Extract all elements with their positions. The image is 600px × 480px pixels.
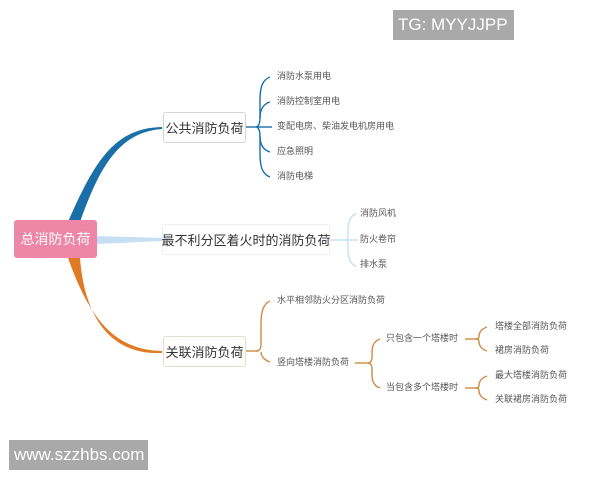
leaf-fire-fan[interactable]: 消防风机 — [360, 209, 397, 219]
bracket-worst-zone — [330, 213, 358, 267]
leaf-control-room-power[interactable]: 消防控制室用电 — [277, 97, 341, 107]
link-root-related — [68, 258, 162, 354]
branch-worst-zone-fire-load[interactable]: 最不利分区着火时的消防负荷 — [162, 224, 331, 255]
watermark-telegram: TG: MYYJJPP — [393, 10, 514, 40]
node-multi-tower-case[interactable]: 当包含多个塔楼时 — [386, 383, 459, 393]
watermark-website: www.szzhbs.com — [9, 440, 148, 470]
leaf-substation-generator-power[interactable]: 变配电房、柴油发电机房用电 — [277, 122, 395, 132]
link-root-public — [68, 127, 162, 222]
leaf-emergency-lighting[interactable]: 应急照明 — [277, 147, 314, 157]
leaf-fire-shutter[interactable]: 防火卷帘 — [360, 235, 397, 245]
bracket-related — [246, 300, 488, 401]
leaf-drain-pump[interactable]: 排水泵 — [360, 260, 388, 270]
leaf-horizontal-adjacent-zone[interactable]: 水平相邻防火分区消防负荷 — [277, 296, 386, 306]
leaf-largest-tower-load[interactable]: 最大塔楼消防负荷 — [495, 371, 568, 381]
leaf-all-tower-load[interactable]: 塔楼全部消防负荷 — [495, 322, 568, 332]
bracket-public — [246, 76, 272, 178]
branch-related-fire-load[interactable]: 关联消防负荷 — [163, 336, 246, 367]
leaf-fire-pump-power[interactable]: 消防水泵用电 — [277, 72, 332, 82]
leaf-related-podium-load[interactable]: 关联裙房消防负荷 — [495, 395, 568, 405]
node-single-tower-case[interactable]: 只包含一个塔楼时 — [386, 334, 459, 344]
link-root-worst-zone — [97, 236, 162, 244]
leaf-podium-load[interactable]: 裙房消防负荷 — [495, 346, 550, 356]
node-vertical-tower-load[interactable]: 竖向塔楼消防负荷 — [277, 358, 350, 368]
root-node[interactable]: 总消防负荷 — [14, 220, 97, 258]
leaf-fire-elevator[interactable]: 消防电梯 — [277, 172, 314, 182]
branch-public-fire-load[interactable]: 公共消防负荷 — [163, 112, 246, 143]
